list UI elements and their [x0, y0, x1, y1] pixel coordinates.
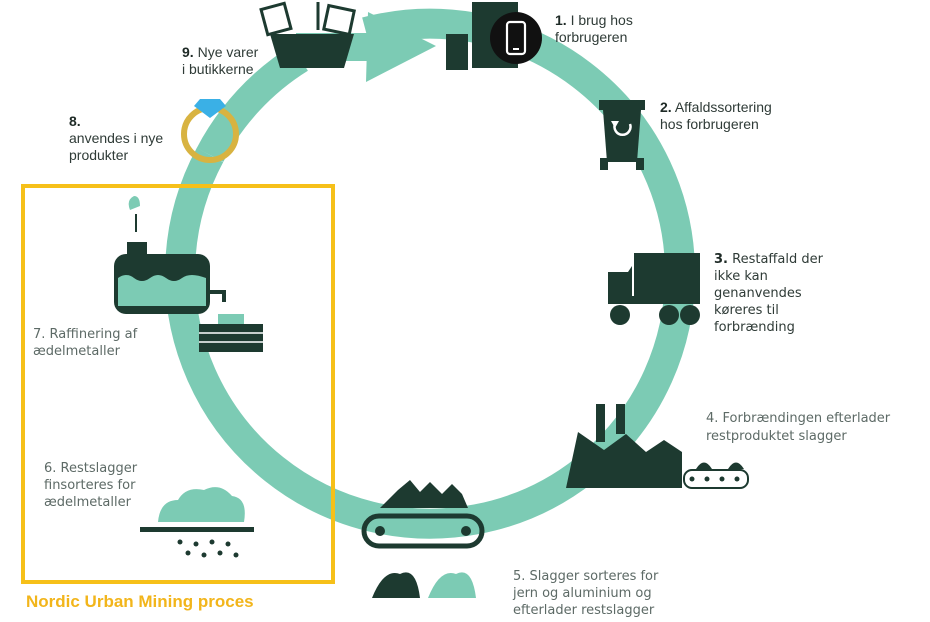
refinery-tank-icon [114, 196, 263, 352]
cycle-arrowhead-icon [366, 12, 436, 82]
step-5-label: 5. Slagger sorteres for jern og aluminiu… [513, 569, 659, 618]
step-9-label: 9. Nye varer i butikkerne [182, 44, 259, 77]
phone-bin-icon [446, 2, 542, 70]
factory-icon [566, 404, 749, 489]
step-6-label: 6. Restslagger finsorteres for ædelmetal… [44, 461, 138, 510]
step-4-label: 4. Forbrændingen efterlader restprodukte… [706, 411, 891, 444]
step-8-label: 8. anvendes i nye produkter [69, 113, 164, 163]
recycle-bin-icon [599, 100, 645, 170]
step-2-label: 2. Affaldssortering hos forbrugeren [660, 99, 772, 132]
step-1-label: 1. I brug hos forbrugeren [555, 12, 633, 45]
highlight-title: Nordic Urban Mining proces [26, 592, 254, 611]
step-3-label: 3. Restaffald der ikke kan genanvendes k… [714, 252, 823, 335]
diamond-ring-icon [181, 99, 239, 163]
highlight-box [21, 184, 335, 584]
conveyor-icon [361, 480, 485, 598]
step-7-label: 7. Raffinering af ædelmetaller [33, 327, 138, 359]
sorting-cloud-icon [140, 487, 254, 558]
truck-icon [608, 253, 700, 325]
shopping-basket-icon [259, 1, 356, 68]
